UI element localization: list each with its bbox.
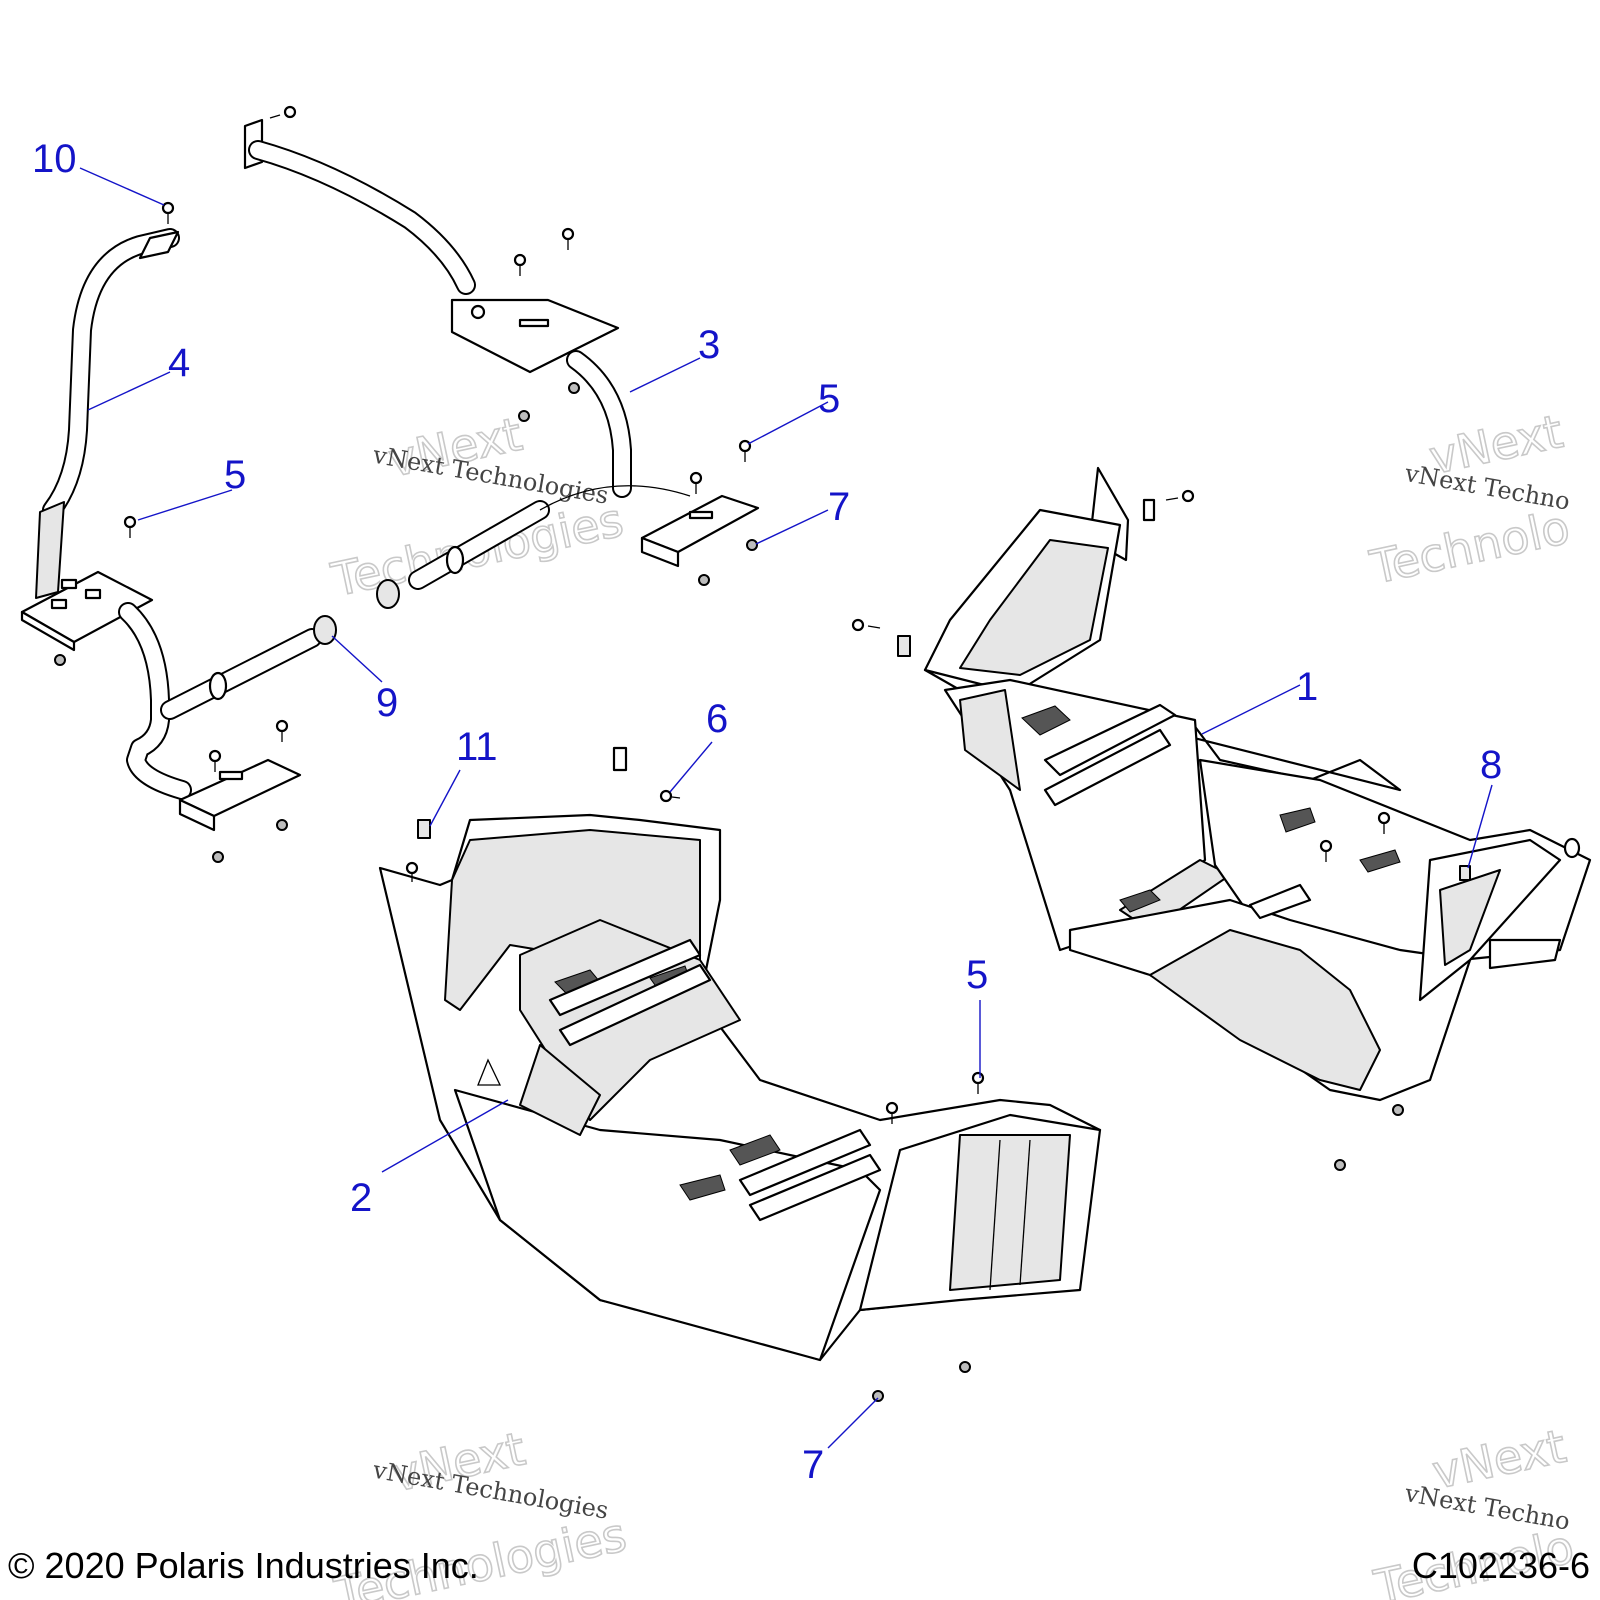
nut-d bbox=[568, 382, 580, 394]
screw-h bbox=[1165, 489, 1195, 503]
nut-g bbox=[1392, 1104, 1404, 1116]
callout-11: 11 bbox=[456, 725, 498, 769]
callout-6: 6 bbox=[706, 697, 728, 741]
rear-floor-panel bbox=[923, 466, 1592, 1171]
slot-b bbox=[84, 588, 102, 600]
screw-l bbox=[971, 1071, 985, 1094]
slot-d bbox=[218, 770, 244, 781]
callout-1: 1 bbox=[1296, 665, 1318, 709]
screw-n bbox=[659, 789, 681, 803]
callout-5c: 5 bbox=[966, 953, 988, 997]
nut-f bbox=[698, 574, 710, 586]
screw-j bbox=[1377, 811, 1391, 834]
screw-k bbox=[1319, 839, 1333, 862]
nut-e bbox=[518, 410, 530, 422]
figure-id: C102236-6 bbox=[1412, 1545, 1590, 1586]
screw-top bbox=[269, 105, 297, 119]
screw-f bbox=[208, 749, 222, 772]
screw-a bbox=[561, 227, 575, 250]
fasteners bbox=[123, 105, 1581, 1402]
callout-7a: 7 bbox=[828, 485, 850, 529]
nut-i bbox=[959, 1361, 971, 1373]
clip-11 bbox=[417, 819, 431, 839]
screw-g bbox=[689, 471, 703, 494]
clip-rear-a bbox=[897, 635, 911, 657]
leader-lines bbox=[79, 167, 1493, 1449]
slot-e bbox=[518, 318, 550, 328]
footrest-bracket-left bbox=[20, 228, 302, 863]
front-floor-treads bbox=[548, 938, 882, 1222]
nut-7b bbox=[872, 1390, 884, 1402]
clip-8 bbox=[1459, 865, 1471, 881]
nut-b bbox=[212, 851, 224, 863]
screw-10 bbox=[161, 201, 175, 224]
screw-d bbox=[123, 515, 137, 538]
rear-floor-treads bbox=[1043, 703, 1312, 920]
callout-5a: 5 bbox=[224, 453, 246, 497]
screw-c bbox=[738, 439, 752, 462]
screw-e bbox=[275, 719, 289, 742]
slot-f bbox=[688, 510, 714, 520]
callout-10: 10 bbox=[32, 137, 77, 181]
callout-2: 2 bbox=[350, 1176, 372, 1220]
screw-b bbox=[513, 253, 527, 276]
nut-a bbox=[54, 654, 66, 666]
callout-7b: 7 bbox=[802, 1443, 824, 1487]
slot-c bbox=[50, 598, 68, 610]
screw-i bbox=[851, 618, 881, 632]
front-floor-panel bbox=[378, 813, 1102, 1373]
watermark-big-right-2: Technolo bbox=[1365, 500, 1574, 595]
copyright-text: © 2020 Polaris Industries Inc. bbox=[8, 1545, 479, 1586]
screw-o bbox=[405, 861, 419, 882]
screw-m bbox=[885, 1101, 899, 1124]
callout-9: 9 bbox=[376, 681, 398, 725]
nut-h bbox=[1334, 1159, 1346, 1171]
pivot-tube-bushing bbox=[160, 485, 691, 720]
clip-top-front bbox=[612, 746, 628, 772]
callout-8: 8 bbox=[1480, 743, 1502, 787]
footrest-bracket-right bbox=[243, 118, 760, 586]
callout-5b: 5 bbox=[818, 377, 840, 421]
callouts: 1 2 3 4 5 5 5 6 7 7 8 9 10 11 bbox=[32, 137, 1502, 1487]
nut-c bbox=[276, 819, 288, 831]
callout-4: 4 bbox=[168, 341, 190, 385]
nut-7a bbox=[746, 539, 758, 551]
clip-rear-b bbox=[1142, 498, 1156, 522]
clip-rear-c bbox=[1563, 837, 1581, 859]
slot-a bbox=[60, 578, 78, 590]
callout-3: 3 bbox=[698, 323, 720, 367]
